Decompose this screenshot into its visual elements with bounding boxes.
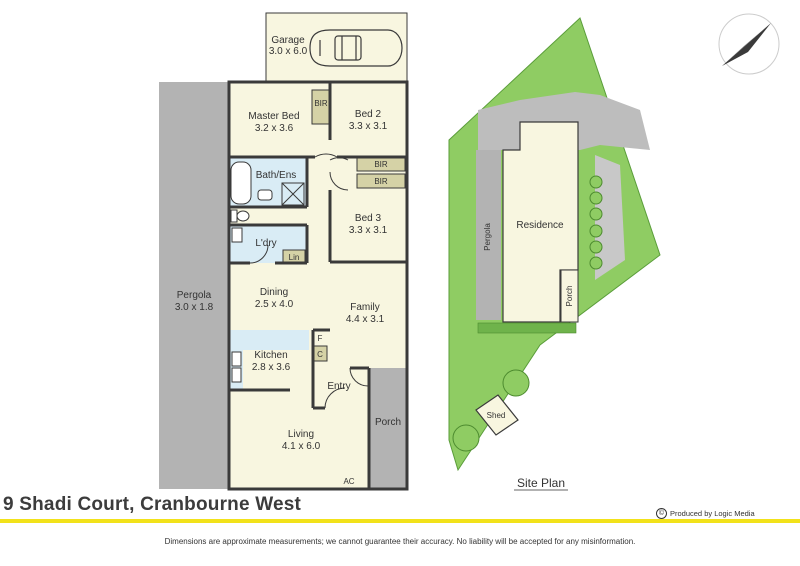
site-shed — [475, 394, 519, 436]
garage-label: Garage — [271, 35, 305, 46]
site-side-path — [595, 155, 625, 280]
copyright-icon: © — [656, 508, 667, 519]
ac-label: AC — [343, 477, 354, 486]
kitchen-sink-icon — [231, 351, 242, 383]
laundry-label: L'dry — [255, 238, 276, 249]
site-porch — [560, 269, 579, 323]
tree-icon — [452, 175, 603, 452]
linen-label: Lin — [289, 253, 300, 262]
family-label: Family — [350, 302, 379, 313]
master-bed-size: 3.2 x 3.6 — [255, 123, 294, 134]
toilet-icon — [230, 209, 250, 223]
site-residence-label: Residence — [516, 220, 564, 231]
site-hedge — [477, 322, 577, 334]
accent-divider — [0, 519, 800, 523]
fridge-label: F — [318, 334, 323, 343]
porch-label: Porch — [375, 417, 401, 428]
site-shed-label: Shed — [487, 411, 506, 420]
site-plan-title: Site Plan — [517, 476, 565, 490]
garage-size: 3.0 x 6.0 — [269, 46, 308, 57]
dining-label: Dining — [260, 287, 288, 298]
pergola-area — [159, 82, 229, 489]
pergola-size: 3.0 x 1.8 — [175, 302, 214, 313]
bath-ens-label: Bath/Ens — [256, 170, 297, 181]
kitchen-label: Kitchen — [254, 350, 287, 361]
credit-line: © Produced by Logic Media — [656, 508, 755, 519]
laundry-trough-icon — [231, 227, 243, 243]
bir-bed2-label: BIR — [374, 160, 388, 169]
car-icon — [309, 29, 403, 67]
disclaimer-text: Dimensions are approximate measurements;… — [164, 537, 636, 546]
porch-cutout — [369, 368, 407, 489]
master-bed-label: Master Bed — [248, 111, 299, 122]
bed2-label: Bed 2 — [355, 109, 382, 120]
site-pergola — [476, 150, 501, 320]
bir-master-label: BIR — [314, 99, 328, 108]
door-swings — [249, 153, 369, 409]
garage-area — [265, 12, 408, 83]
pergola-label: Pergola — [177, 290, 212, 301]
living-label: Living — [288, 429, 314, 440]
bed2-size: 3.3 x 3.1 — [349, 121, 388, 132]
bathtub-icon — [230, 161, 252, 205]
living-size: 4.1 x 6.0 — [282, 441, 321, 452]
walls — [227, 80, 409, 491]
bed3-size: 3.3 x 3.1 — [349, 225, 388, 236]
dining-size: 2.5 x 4.0 — [255, 299, 294, 310]
credit-text: Produced by Logic Media — [670, 509, 755, 518]
kitchen-bench — [229, 330, 309, 350]
site-porch-label: Porch — [565, 286, 574, 307]
bed3-label: Bed 3 — [355, 213, 382, 224]
bir-bed3-label: BIR — [374, 177, 388, 186]
sink-icon — [257, 189, 273, 201]
kitchen-size: 2.8 x 3.6 — [252, 362, 291, 373]
entry-label: Entry — [327, 381, 350, 392]
property-address-title: 9 Shadi Court, Cranbourne West — [3, 494, 302, 515]
shower-icon — [281, 182, 305, 206]
north-arrow-icon — [718, 13, 780, 75]
family-size: 4.4 x 3.1 — [346, 314, 385, 325]
site-pergola-label: Pergola — [483, 223, 492, 251]
bir-bed3-cupboard — [356, 173, 406, 189]
pantry-label: C — [317, 350, 323, 359]
